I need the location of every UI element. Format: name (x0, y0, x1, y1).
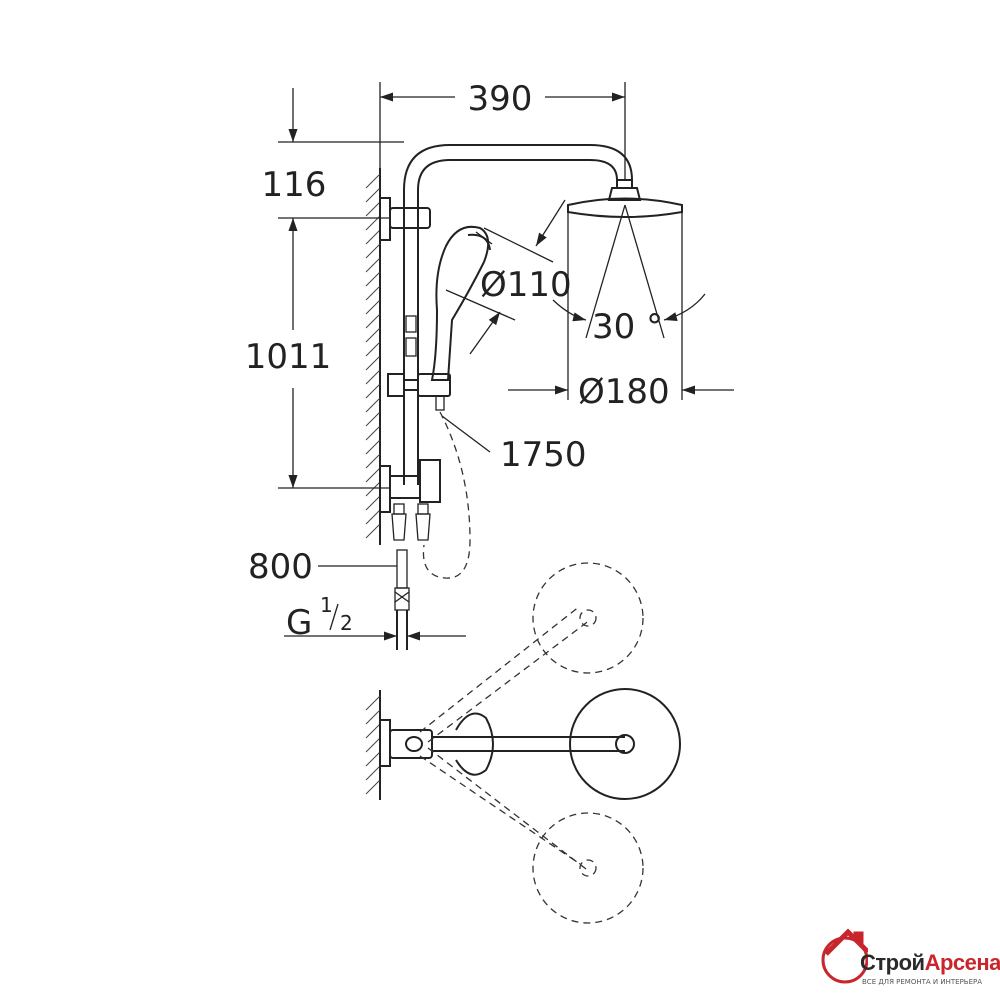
head-shower (567, 179, 683, 400)
watermark-name: СтройАрсенал (860, 950, 1000, 976)
label-angle-30: 30 ° (592, 307, 663, 347)
dimension-110 (445, 199, 566, 355)
dimension-116 (278, 88, 404, 143)
watermark-logo: СтройАрсенал ВСЕ ДЛЯ РЕМОНТА И ИНТЕРЬЕРА (818, 924, 1000, 998)
label-1011: 1011 (245, 337, 332, 377)
label-1750: 1750 (500, 435, 587, 475)
bottom-bracket (379, 459, 441, 541)
top-view-swivel-positions (419, 562, 644, 924)
hand-shower-holder (387, 315, 451, 411)
hand-shower (430, 225, 493, 381)
house-icon (821, 928, 868, 984)
label-thread-numerator: 1 (320, 593, 333, 617)
label-diameter-110: Ø110 (480, 265, 572, 305)
riser-rail (403, 144, 633, 485)
top-view-arm (389, 688, 681, 800)
top-view-wall (365, 690, 391, 800)
label-thread-denominator: 2 (340, 611, 353, 635)
dimension-390 (379, 82, 626, 180)
label-thread-g: G (286, 603, 312, 643)
thread-fraction-slash (329, 603, 339, 631)
supply-hose-800 (394, 549, 410, 650)
hose-1750-path (422, 411, 471, 579)
label-800: 800 (248, 547, 313, 587)
label-116: 116 (262, 165, 327, 205)
watermark-name-part2: Арсенал (924, 950, 1000, 975)
watermark-name-part1: Строй (860, 950, 925, 975)
label-390: 390 (468, 79, 533, 119)
label-diameter-180: Ø180 (578, 372, 670, 412)
watermark-tagline: ВСЕ ДЛЯ РЕМОНТА И ИНТЕРЬЕРА (862, 978, 983, 986)
leader-1750 (441, 415, 491, 453)
dimension-1011 (278, 217, 390, 489)
angle-dimension (552, 293, 706, 322)
